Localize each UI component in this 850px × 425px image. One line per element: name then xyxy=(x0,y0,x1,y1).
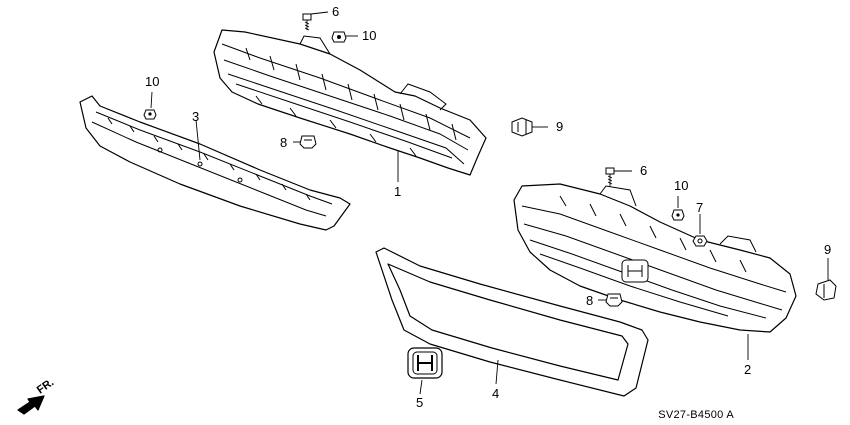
lower-bolt xyxy=(605,167,615,186)
callout-upper-nut: 10 xyxy=(362,28,376,43)
lower-clip xyxy=(605,293,623,307)
callout-emblem: 5 xyxy=(416,395,423,410)
front-direction-label: FR. xyxy=(35,376,56,396)
callout-lower-right-clip: 9 xyxy=(824,242,831,257)
emblem xyxy=(407,347,443,379)
front-direction-indicator: FR. xyxy=(17,376,56,415)
left-molding xyxy=(79,95,351,231)
diagram-code: SV27-B4500 A xyxy=(658,409,734,421)
callout-left-nut: 10 xyxy=(145,74,159,89)
upper-right-clip xyxy=(511,117,533,137)
callout-labels: 6 10 10 3 8 9 1 6 10 7 9 8 2 5 4 xyxy=(145,4,831,410)
callout-lower-grille: 2 xyxy=(744,362,751,377)
callout-upper-right-clip: 9 xyxy=(556,119,563,134)
left-nut xyxy=(143,109,157,120)
lower-nut xyxy=(671,209,685,221)
upper-bolt xyxy=(302,13,312,31)
washer xyxy=(692,235,708,247)
grille-frame xyxy=(375,247,649,397)
leader-lines xyxy=(150,11,829,395)
callout-washer: 7 xyxy=(696,200,703,215)
callout-lower-nut: 10 xyxy=(674,178,688,193)
front-arrow-icon xyxy=(17,395,45,415)
callout-upper-grille: 1 xyxy=(394,184,401,199)
callout-left-molding: 3 xyxy=(192,109,199,124)
lower-right-clip xyxy=(815,279,837,301)
callout-upper-clip: 8 xyxy=(280,135,287,150)
callout-grille-frame: 4 xyxy=(492,386,499,401)
lower-grille xyxy=(513,183,797,333)
callout-lower-bolt: 6 xyxy=(640,163,647,178)
callout-lower-clip: 8 xyxy=(586,293,593,308)
callout-upper-bolt: 6 xyxy=(332,4,339,19)
upper-grille xyxy=(213,29,487,176)
upper-nut xyxy=(331,31,347,43)
upper-clip xyxy=(299,135,317,149)
